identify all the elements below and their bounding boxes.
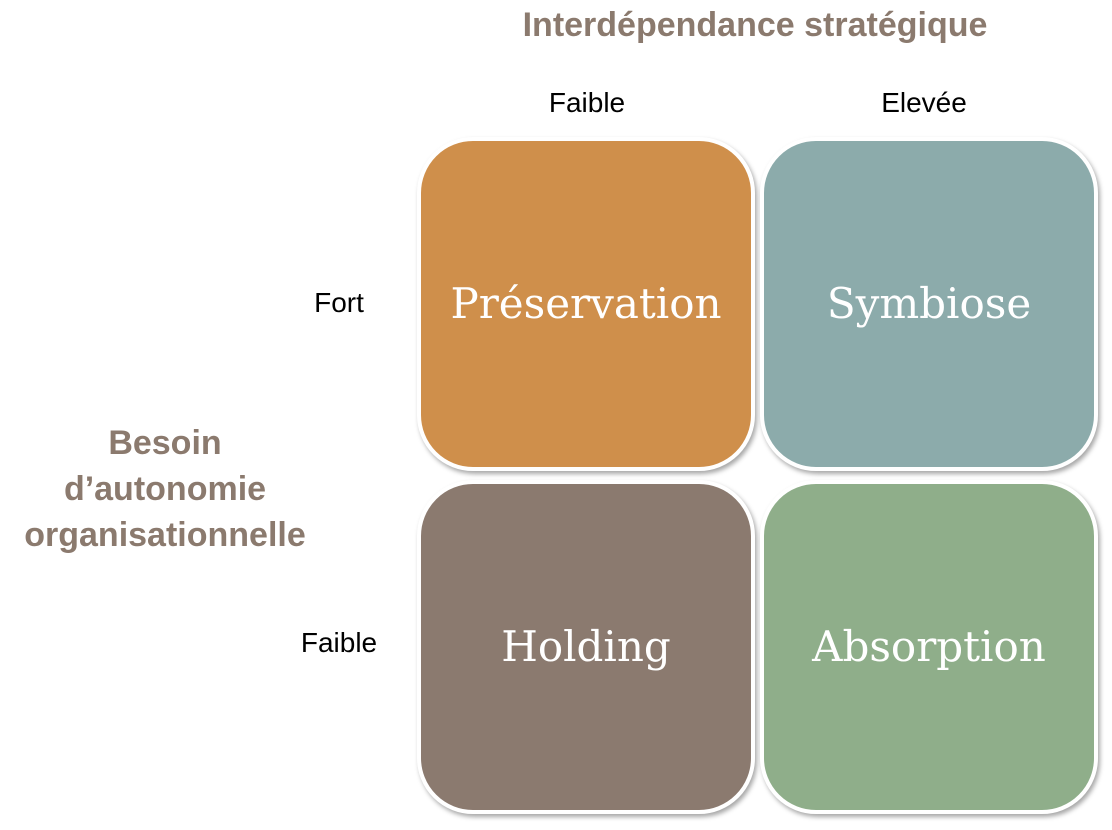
cell-label: Préservation xyxy=(450,279,722,328)
y-axis-title: Besoin d’autonomie organisationnelle xyxy=(0,420,330,558)
row-label-high: Fort xyxy=(314,287,364,318)
row-label-low: Faible xyxy=(300,627,378,658)
matrix-cell-symbiose: Symbiose xyxy=(760,137,1098,471)
matrix-cell-holding: Holding xyxy=(417,480,755,814)
cell-label: Symbiose xyxy=(826,279,1032,328)
cell-label: Holding xyxy=(501,622,671,671)
column-label-high: Elevée xyxy=(881,87,967,118)
y-axis-title-line: Besoin xyxy=(108,424,222,462)
y-axis-title-line: d’autonomie xyxy=(63,470,267,508)
column-label-low: Faible xyxy=(548,87,626,118)
matrix-cell-absorption: Absorption xyxy=(760,480,1098,814)
x-axis-title: Interdépendance stratégique xyxy=(522,6,988,44)
y-axis-title-line: organisationnelle xyxy=(24,516,306,554)
cell-label: Absorption xyxy=(812,622,1046,671)
matrix-cell-preservation: Préservation xyxy=(417,137,755,471)
